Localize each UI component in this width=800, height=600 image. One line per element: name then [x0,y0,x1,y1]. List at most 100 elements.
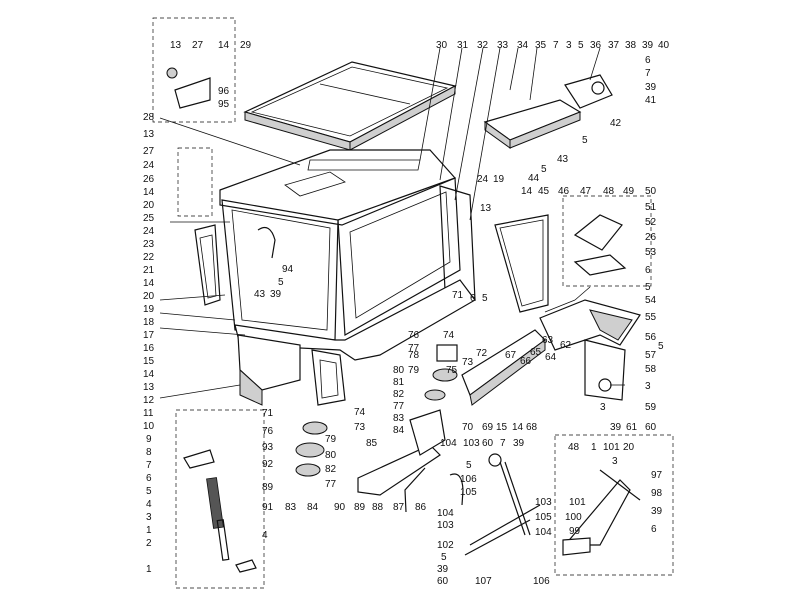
floor-brackets [357,409,464,513]
callout-l-10: 10 [143,421,155,432]
callout-r-5c: 5 [645,282,651,293]
callout-r-43: 43 [557,154,569,165]
callout-l-27: 27 [143,146,155,157]
callout-m-24: 24 [477,174,489,185]
callout-r-3: 3 [645,381,651,392]
callout-b-7: 7 [500,438,506,449]
callout-l-26: 26 [143,174,155,185]
callout-r-58: 58 [645,364,657,375]
callout-c-73: 73 [462,357,474,368]
left-step [461,329,546,406]
callout-c-69: 69 [482,422,494,433]
callout-t-39: 39 [642,40,654,51]
inset-frames [152,17,674,589]
callout-m-49: 49 [623,186,635,197]
callout-c-70: 70 [462,422,474,433]
callout-c-5a: 5 [278,277,284,288]
callout-l-20a: 20 [143,200,155,211]
callout-c-79b: 79 [325,434,337,445]
callout-c-93: 93 [262,442,274,453]
callout-t-38: 38 [625,40,637,51]
callout-b-86: 86 [415,502,427,513]
callout-b-102: 102 [437,540,454,551]
callout-tl-29: 29 [240,40,252,51]
callout-t-35: 35 [535,40,547,51]
callout-c-65: 65 [530,347,542,358]
callout-m-44: 44 [528,173,540,184]
callout-b-85: 85 [366,438,378,449]
callout-l-4: 4 [146,499,152,510]
callout-b-5b: 5 [441,552,447,563]
inset-hinge [562,195,652,287]
callout-b-60: 60 [482,438,494,449]
callout-l-24b: 24 [143,226,155,237]
callout-m-48: 48 [603,186,615,197]
callout-br-100: 100 [565,512,582,523]
callout-r-6a: 6 [645,55,651,66]
callout-c-76b: 76 [262,426,274,437]
callout-c-75: 75 [446,365,458,376]
callout-r-56: 56 [645,332,657,343]
rear-window [494,214,549,313]
callout-l-17: 17 [143,330,155,341]
callout-m-19: 19 [493,174,505,185]
callout-c-5b: 5 [482,293,488,304]
callout-c-82a: 82 [393,389,405,400]
callout-b-39b: 39 [437,564,449,575]
callout-c-80a: 80 [393,365,405,376]
callout-c-80b: 80 [325,450,337,461]
callout-l-21: 21 [143,265,155,276]
callout-b-88: 88 [372,502,384,513]
callout-l-16: 16 [143,343,155,354]
callout-br-99: 99 [569,526,581,537]
callout-bl-4: 4 [262,530,268,541]
callout-r-60: 60 [645,422,657,433]
callout-c-84a: 84 [393,425,405,436]
callout-c-64: 64 [545,352,557,363]
callout-r-59: 59 [645,402,657,413]
callout-l-20b: 20 [143,291,155,302]
callout-t-40: 40 [658,40,670,51]
inset-gas-strut [175,409,265,589]
callout-l-25: 25 [143,213,155,224]
callout-br-101a: 101 [603,442,620,453]
callout-c-74b: 74 [354,407,366,418]
callout-b-106b: 106 [533,576,550,587]
callout-r-7: 7 [645,68,651,79]
callout-t-37: 37 [608,40,620,51]
callout-b-89: 89 [354,502,366,513]
callout-tl-13: 13 [170,40,182,51]
callout-b-104a: 104 [440,438,457,449]
callout-r-61: 61 [626,422,638,433]
callout-r-5a: 5 [582,135,588,146]
inset-top-left [152,17,236,123]
callout-r-62: 62 [560,340,572,351]
callout-t-32: 32 [477,40,489,51]
callout-t-34: 34 [517,40,529,51]
callout-c-77b: 77 [393,401,405,412]
callout-l-11: 11 [143,408,154,419]
callout-r-54: 54 [645,295,657,306]
callout-r-42: 42 [610,118,622,129]
callout-c-74a: 74 [443,330,455,341]
callout-r-63: 63 [542,335,554,346]
callout-r-6b: 6 [645,265,651,276]
callout-b-60b: 60 [437,576,449,587]
callout-t-3: 3 [566,40,572,51]
callout-b-103c: 103 [535,497,552,508]
pedal [562,469,641,556]
callout-m-45: 45 [538,186,550,197]
callout-r-3b: 3 [600,402,606,413]
callout-r-52: 52 [645,217,657,228]
callout-tl-95: 95 [218,99,230,110]
callout-c-84b: 84 [307,502,319,513]
top-right-tray [483,74,613,149]
callout-r-39: 39 [645,82,657,93]
callout-c-68: 68 [526,422,538,433]
callout-br-1: 1 [591,442,597,453]
hinge-bracket [573,214,627,276]
callout-b-90: 90 [334,502,346,513]
callout-t-33: 33 [497,40,509,51]
callout-c-73b: 73 [354,422,366,433]
